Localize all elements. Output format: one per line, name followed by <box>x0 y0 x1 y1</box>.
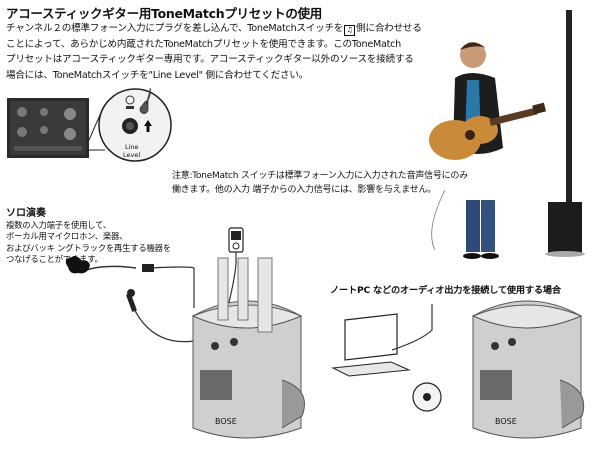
solo-heading: ソロ演奏 <box>6 208 46 219</box>
intro-line-1: チャンネル２の標準フォーン入力にプラグを差し込んで、ToneMatchスイッチを… <box>6 21 432 37</box>
intro-line-3: プリセットはアコースティックギター専用です。アコースティックギター以外のソースを… <box>6 54 414 66</box>
note-line-2: 働きます。他の入力 端子からの入力信号には、影響を与えません。 <box>172 185 436 195</box>
intro-paragraph: チャンネル２の標準フォーン入力にプラグを差し込んで、ToneMatchスイッチを… <box>6 21 432 83</box>
guitar-mode-icon: ♫ <box>344 25 356 36</box>
solo-setup-illustration: BOSE <box>65 227 305 439</box>
note-line-1: 注意:ToneMatch スイッチは標準フォーン入力に入力された音声信号にのみ <box>172 171 468 181</box>
microphone-icon <box>126 293 137 312</box>
intro-line-4: 場合には、ToneMatchスイッチを"Line Level" 側に合わせてくだ… <box>6 69 309 81</box>
solo-desc-line-3: およびバッキ ングトラックを再生する機器を <box>6 242 171 253</box>
control-panel-image <box>7 98 89 158</box>
laptop-setup-illustration: BOSE <box>331 300 585 439</box>
tonematch-switch-zoom <box>88 87 172 162</box>
svg-text:BOSE: BOSE <box>495 417 517 426</box>
solo-desc-line-2: ボーカル用マイクロホン、楽器、 <box>6 231 128 242</box>
intro-line-1-text: チャンネル２の標準フォーン入力にプラグを差し込んで、ToneMatchスイッチを <box>6 23 344 34</box>
solo-description: 複数の入力端子を使用して、 ボーカル用マイクロホン、楽器、 およびバッキ ングト… <box>6 220 206 265</box>
note-paragraph: 注意:ToneMatch スイッチは標準フォーン入力に入力された音声信号にのみ … <box>172 169 468 197</box>
laptop-icon <box>344 313 398 361</box>
svg-text:BOSE: BOSE <box>215 417 237 426</box>
intro-line-2: ことによって、あらかじめ内蔵されたToneMatchプリセットを使用できます。こ… <box>6 38 402 50</box>
page-title: アコースティックギター用ToneMatchプリセットの使用 <box>6 6 322 21</box>
solo-desc-line-4: つなげることができます。 <box>6 253 103 264</box>
column-speaker-photo <box>545 10 585 257</box>
switch-label-level: Level <box>123 151 140 159</box>
guitarist-photo <box>429 42 547 259</box>
laptop-heading: ノートPC などのオーディオ出力を接続して使用する場合 <box>330 285 561 296</box>
switch-label-line: Line <box>125 143 139 151</box>
solo-desc-line-1: 複数の入力端子を使用して、 <box>6 220 111 230</box>
guitar-icon <box>65 256 90 274</box>
intro-line-1-suffix: 側に合わせせる <box>356 23 422 34</box>
